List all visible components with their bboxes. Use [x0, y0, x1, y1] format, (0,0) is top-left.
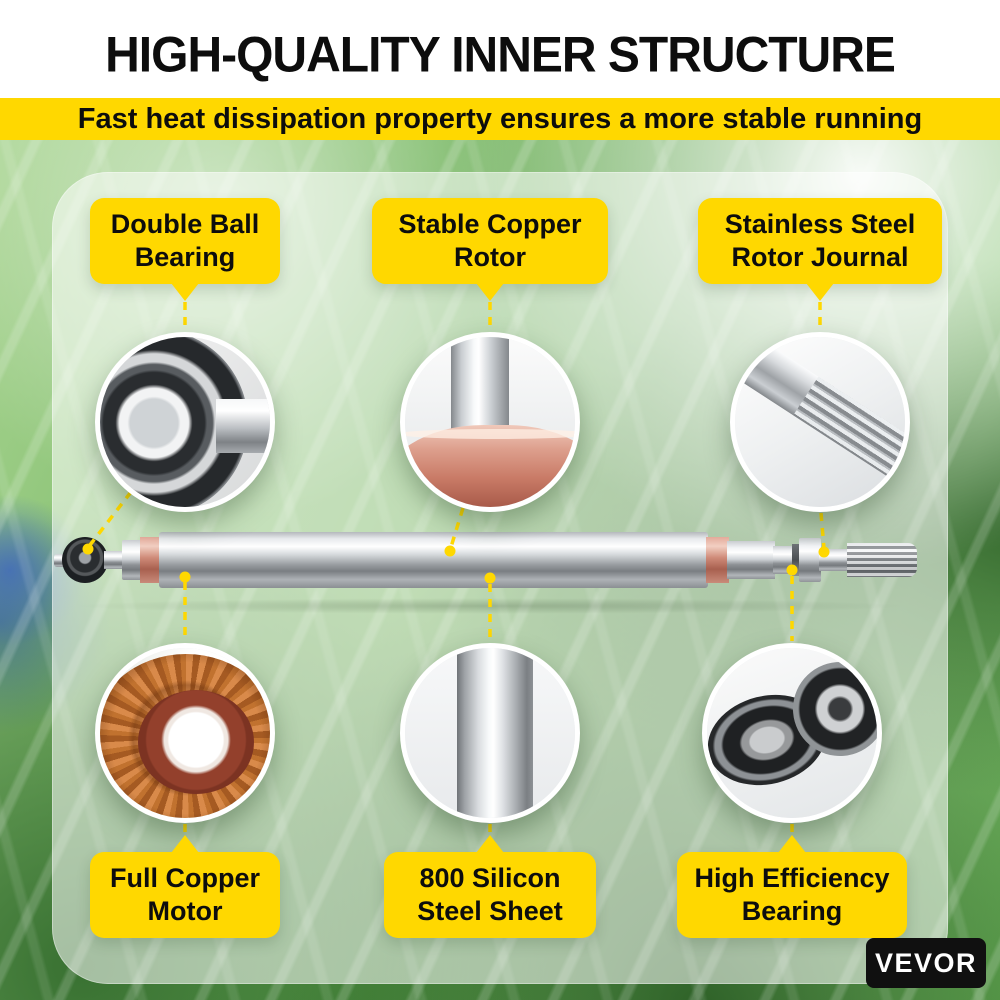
- shaft-right-copper-ring: [706, 537, 729, 583]
- subtitle-banner: Fast heat dissipation property ensures a…: [0, 98, 1000, 140]
- motor-shaft: [50, 518, 930, 602]
- journal-rod: [735, 337, 905, 495]
- ball-bearing-closeup-image: [100, 337, 270, 507]
- subtitle-text: Fast heat dissipation property ensures a…: [77, 102, 923, 135]
- shaft-left-stub: [104, 551, 126, 569]
- bearing-pair-closeup-image: [707, 648, 877, 818]
- detail-rotor-journal: [730, 332, 910, 512]
- shaft-spline-end: [847, 543, 917, 577]
- shaft-groove-ring: [792, 544, 801, 576]
- vevor-logo-text: VEVOR: [874, 947, 978, 978]
- journal-splines: [793, 376, 905, 495]
- bearing-shaft: [216, 399, 270, 453]
- silicon-steel-closeup-image: [405, 648, 575, 818]
- rotor-shaft: [451, 337, 509, 441]
- shaft-right-step: [727, 541, 775, 579]
- callout-double-ball-bearing: Double Ball Bearing: [90, 198, 280, 284]
- callout-label: High Efficiency Bearing: [694, 863, 890, 926]
- shaft-left-collar: [122, 540, 142, 580]
- callout-label: Stainless Steel Rotor Journal: [724, 209, 916, 272]
- motor-core-ring: [138, 690, 254, 794]
- rotor-journal-closeup-image: [735, 337, 905, 507]
- callout-full-copper-motor: Full Copper Motor: [90, 852, 280, 938]
- detail-copper-rotor: [400, 332, 580, 512]
- detail-high-efficiency-bearing: [702, 643, 882, 823]
- shaft-right-stub: [819, 549, 849, 571]
- detail-double-ball-bearing: [95, 332, 275, 512]
- callout-stable-copper-rotor: Stable Copper Rotor: [372, 198, 608, 284]
- copper-rotor-closeup-image: [405, 337, 575, 507]
- detail-full-copper-motor: [95, 643, 275, 823]
- callout-silicon-steel-sheet: 800 Silicon Steel Sheet: [384, 852, 596, 938]
- callout-high-efficiency-bearing: High Efficiency Bearing: [677, 852, 907, 938]
- steel-cylinder: [457, 648, 533, 818]
- shaft-right-collar: [799, 538, 821, 582]
- rotor-copper-highlight: [405, 429, 575, 439]
- callout-label: Double Ball Bearing: [110, 209, 260, 272]
- shaft-left-bearing: [62, 537, 108, 583]
- callout-label: Full Copper Motor: [110, 863, 260, 926]
- shaft-main-body: [159, 532, 708, 588]
- shaft-right-neck: [773, 546, 794, 574]
- vevor-logo: VEVOR: [866, 938, 986, 988]
- detail-silicon-steel-sheet: [400, 643, 580, 823]
- shaft-left-copper-ring: [140, 537, 161, 583]
- callout-label: 800 Silicon Steel Sheet: [417, 863, 563, 926]
- callout-stainless-rotor-journal: Stainless Steel Rotor Journal: [698, 198, 942, 284]
- callout-label: Stable Copper Rotor: [398, 209, 582, 272]
- copper-motor-closeup-image: [100, 648, 270, 818]
- page-title: HIGH-QUALITY INNER STRUCTURE: [105, 27, 896, 84]
